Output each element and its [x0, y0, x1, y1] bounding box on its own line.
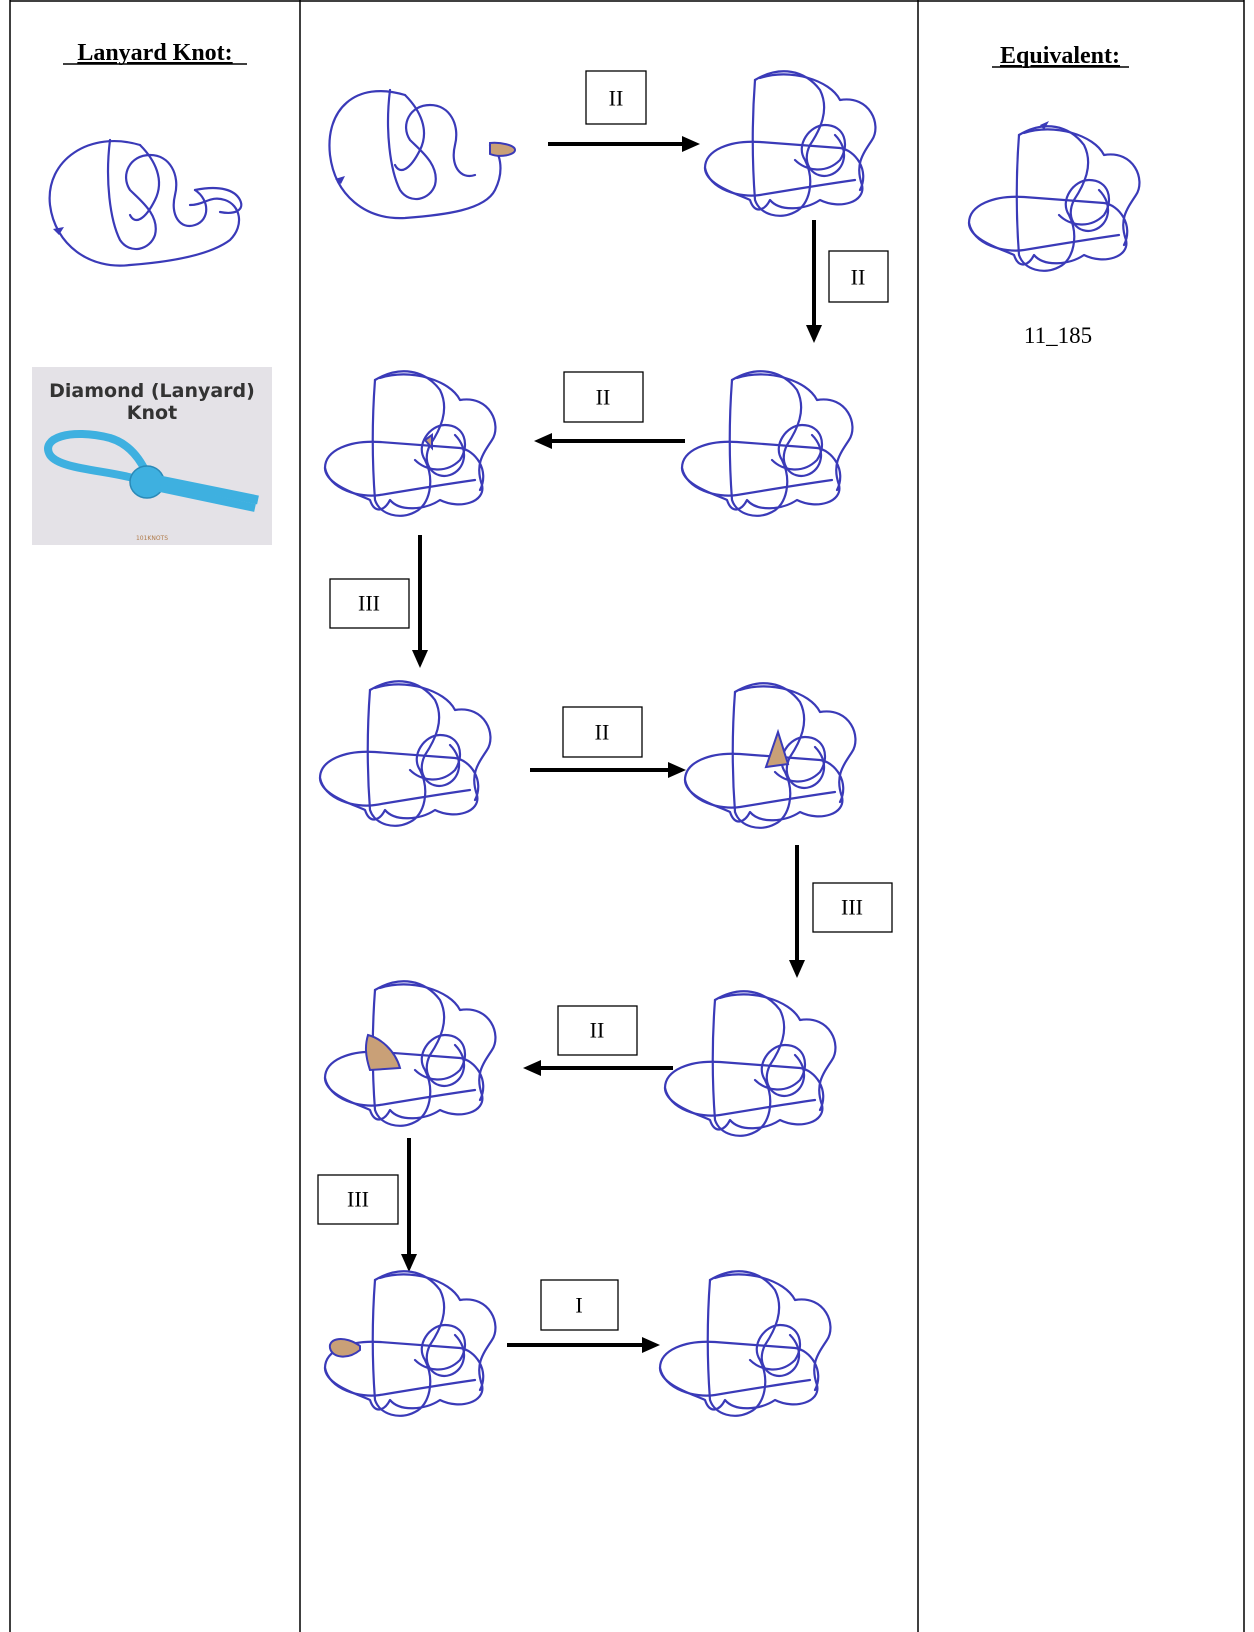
move-arrow-2: II [806, 220, 889, 343]
move-label-8: III [347, 1187, 369, 1212]
move-arrow-9: I [507, 1279, 660, 1353]
lanyard-header: Lanyard Knot: [77, 40, 232, 66]
diamond-knot-photo: Diamond (Lanyard) Knot 101KNOTS [32, 367, 272, 545]
table-frame [9, 0, 1245, 1632]
move-label-9: I [575, 1293, 582, 1318]
move-label-5: II [595, 720, 610, 745]
knot-step-3 [680, 370, 854, 517]
move-label-3: II [596, 385, 611, 410]
knot-step-1 [328, 88, 517, 220]
move-arrow-8: III [317, 1138, 417, 1272]
rope-illustration [44, 430, 259, 512]
photo-watermark: 101KNOTS [136, 535, 168, 542]
knot-id-label: 11_185 [1024, 323, 1092, 348]
move-label-1: II [609, 86, 624, 111]
move-arrow-7: II [523, 1005, 673, 1076]
knot-step-7 [663, 990, 837, 1137]
knot-step-2 [703, 70, 877, 217]
equivalent-knot-diagram [967, 121, 1141, 272]
knot-step-10 [658, 1270, 832, 1417]
move-arrow-1: II [548, 70, 700, 152]
move-label-6: III [841, 895, 863, 920]
move-label-7: II [590, 1018, 605, 1043]
knot-step-6 [683, 682, 857, 829]
move-arrow-4: III [329, 535, 428, 668]
move-label-2: II [851, 265, 866, 290]
move-label-4: III [358, 591, 380, 616]
knot-step-9 [323, 1270, 497, 1417]
lanyard-knot-diagram [48, 138, 243, 267]
photo-background [32, 367, 272, 545]
knot-step-4 [323, 370, 497, 517]
knot-step-8 [323, 980, 497, 1127]
photo-title-line2: Knot [127, 402, 177, 424]
knot-step-5 [318, 680, 492, 827]
move-arrow-3: II [534, 371, 685, 449]
photo-title-line1: Diamond (Lanyard) [49, 380, 255, 402]
move-arrow-5: II [530, 706, 686, 778]
move-arrow-6: III [789, 845, 893, 978]
equivalent-header: Equivalent: [1000, 43, 1120, 69]
